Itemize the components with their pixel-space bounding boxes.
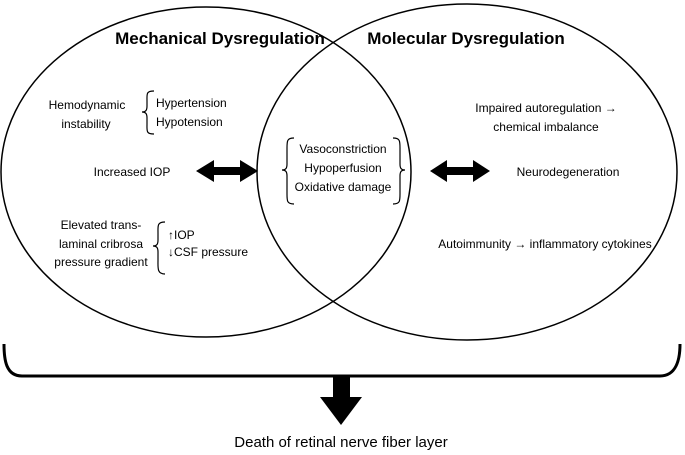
molecular-circle xyxy=(256,3,678,341)
bottom-bracket xyxy=(2,343,682,378)
overlap-left-brace xyxy=(281,137,295,205)
hypertension-item: Hypertension xyxy=(156,96,227,110)
molecular-title: Molecular Dysregulation xyxy=(367,29,564,48)
hemodynamic-label-line-1: Hemodynamic xyxy=(49,98,126,112)
gradient-label-line-3: pressure gradient xyxy=(54,255,148,269)
oxidative-damage-item: Oxidative damage xyxy=(295,180,392,194)
gradient-label-line-2: laminal cribrosa xyxy=(59,237,143,251)
csf-down-item: ↓CSF pressure xyxy=(168,245,248,259)
autoregulation-line-2: chemical imbalance xyxy=(493,120,599,134)
gradient-label-line-1: Elevated trans- xyxy=(61,218,142,232)
mechanical-circle xyxy=(0,6,412,338)
left-double-arrow xyxy=(196,160,258,182)
gradient-brace xyxy=(152,221,166,275)
hemodynamic-label-line-2: instability xyxy=(61,117,110,131)
neurodegeneration-label: Neurodegeneration xyxy=(517,165,620,179)
outcome-label: Death of retinal nerve fiber layer xyxy=(234,434,447,451)
down-arrow xyxy=(320,377,362,425)
autoimmunity-label: Autoimmunity → inflammatory cytokines xyxy=(438,237,651,251)
mechanical-title: Mechanical Dysregulation xyxy=(115,29,325,48)
vasoconstriction-item: Vasoconstriction xyxy=(299,142,386,156)
overlap-right-brace xyxy=(392,137,406,205)
hypoperfusion-item: Hypoperfusion xyxy=(304,161,381,175)
iop-up-item: ↑IOP xyxy=(168,228,195,242)
increased-iop-label: Increased IOP xyxy=(94,165,171,179)
hemodynamic-brace xyxy=(141,90,155,135)
hypotension-item: Hypotension xyxy=(156,115,223,129)
right-double-arrow xyxy=(430,160,490,182)
autoregulation-line-1: Impaired autoregulation → xyxy=(475,101,616,115)
